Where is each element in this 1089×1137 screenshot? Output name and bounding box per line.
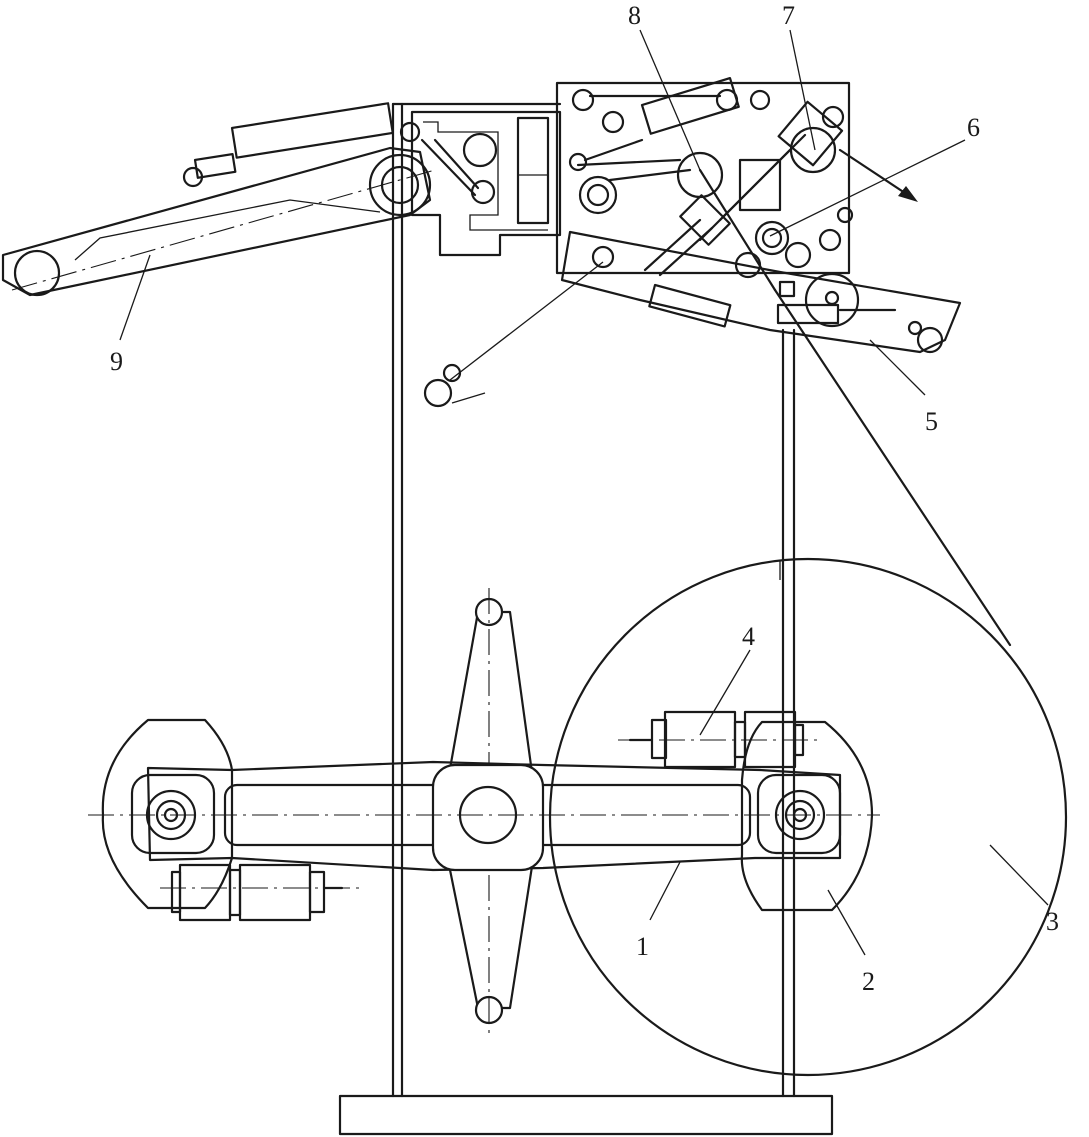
direction-arrow (838, 148, 918, 202)
leader-lines (119, 29, 1049, 956)
label-1: 1 (636, 932, 649, 961)
label-5: 5 (925, 407, 938, 436)
label-8: 8 (628, 1, 641, 30)
small-roller (423, 363, 486, 408)
arm-right (560, 218, 962, 354)
label-9: 9 (110, 347, 123, 376)
label-3: 3 (1046, 907, 1059, 936)
label-6: 6 (967, 113, 980, 142)
arm-left (1, 102, 436, 297)
upper-left-housing (399, 110, 562, 257)
label-7: 7 (782, 1, 795, 30)
web-path (773, 288, 1012, 647)
motor-left (160, 863, 362, 922)
base-plate (338, 1094, 834, 1136)
upper-right-housing (555, 77, 854, 279)
motor-right (618, 710, 818, 769)
label-2: 2 (862, 967, 875, 996)
label-4: 4 (742, 622, 755, 651)
turret-arm (88, 718, 880, 912)
large-reel (548, 557, 1068, 1077)
